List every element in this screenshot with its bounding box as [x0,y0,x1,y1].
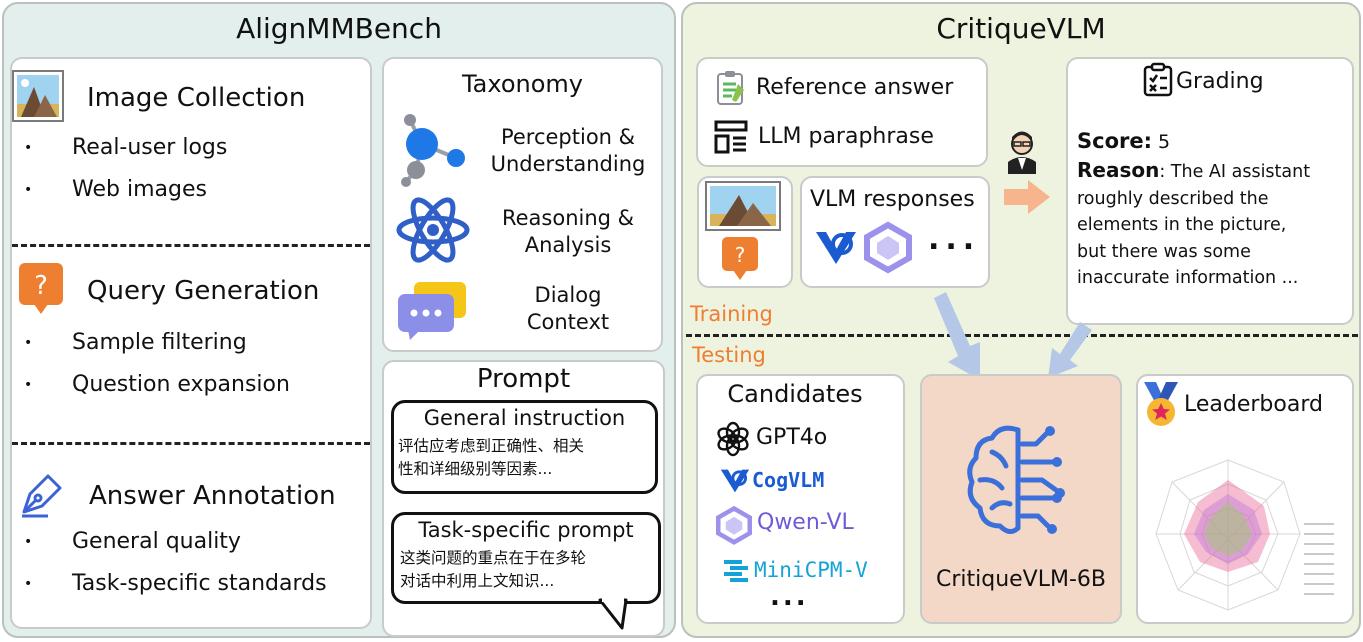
image-collection-heading: Image Collection [87,83,306,113]
score-line: Score: 5 [1077,129,1170,153]
cogvlm-label: CogVLM [752,468,825,492]
pipeline-box [10,57,372,629]
prompt-heading: Prompt [476,364,571,394]
leaderboard-label: Leaderboard [1184,392,1323,417]
image-icon [12,70,64,122]
candidates-more: ... [770,582,809,612]
testing-label: Testing [692,343,766,367]
reasoning-label: Reasoning & Analysis [480,205,656,259]
taxonomy-heading: Taxonomy [461,70,584,98]
minicpm-logo-icon [724,560,748,582]
radar-chart-icon [1144,450,1344,618]
blue-arrow-icon [1048,322,1092,378]
task-specific-line-1: 这类问题的重点在于在多轮 [400,549,587,567]
question-mark: ? [735,243,746,267]
general-instruction-title: General instruction [423,406,626,430]
web-images-item: Web images [72,177,207,202]
chat-icon [398,282,466,340]
list-icon [714,120,748,154]
blue-arrow-icon [934,292,980,380]
alignmmbench-title: AlignMMBench [236,12,442,45]
reason-text: Reason: The AI assistant roughly describ… [1077,157,1310,292]
atom-icon [396,197,470,263]
cogvlm-logo-icon [720,469,750,493]
grading-box [1066,57,1354,325]
qwen-logo-icon [716,505,752,545]
image-icon [705,181,781,231]
score-label: Score: [1077,129,1152,153]
qwen-vl-label: Qwen-VL [757,510,854,535]
query-generation-heading: Query Generation [87,276,320,306]
dialog-line-2: Context [526,310,610,334]
ellipsis: ... [928,222,981,257]
question-mark: ? [34,271,48,301]
judge-icon [1008,131,1036,174]
answer-annotation-heading: Answer Annotation [89,481,336,511]
bullet: • [24,377,33,393]
molecule-icon [401,114,465,187]
general-instruction-line-2: 性和详细级别等因素... [398,460,553,478]
task-specific-bubble [391,512,661,604]
training-label: Training [690,302,773,326]
bullet: • [24,140,33,156]
critiquevlm-title: CritiqueVLM [936,12,1106,45]
section-divider [12,442,370,445]
qwen-logo-icon [864,221,912,274]
bullet: • [24,576,33,592]
bullet: • [24,182,33,198]
reasoning-line-1: Reasoning & [501,206,635,230]
reason-line-3: elements in the picture, [1077,215,1287,235]
question-icon: ? [19,263,63,314]
question-icon: ? [722,237,758,280]
reference-answer-label: Reference answer [756,75,954,100]
vlm-responses-label: VLM responses [810,187,975,212]
general-instruction-line-1: 评估应考虑到正确性、相关 [398,437,585,455]
task-specific-text: 这类问题的重点在于在多轮 对话中利用上文知识... [400,547,586,593]
clipboard-icon [717,71,744,105]
task-specific-standards-item: Task-specific standards [72,571,327,596]
question-expansion-item: Question expansion [72,372,290,397]
general-quality-item: General quality [72,529,241,554]
section-divider [12,244,370,247]
sample-filtering-item: Sample filtering [72,330,247,355]
candidates-heading: Candidates [727,380,863,408]
gpt4o-label: GPT4o [756,425,828,450]
general-instruction-bubble [391,400,658,494]
perception-label: Perception & Understanding [480,124,656,178]
orange-arrow-icon [1004,180,1050,214]
minicpm-v-label: MiniCPM-V [754,558,868,582]
pen-icon [22,474,62,518]
reasoning-line-2: Analysis [524,233,612,257]
grading-heading: Grading [1176,69,1264,94]
critiquevlm-6b-label: CritiqueVLM-6B [935,567,1107,592]
reason-line-1-text: : The AI assistant [1159,162,1311,182]
grading-checklist-icon [1143,62,1173,97]
perception-line-1: Perception & [500,125,636,149]
perception-line-2: Understanding [490,152,646,176]
bullet: • [24,534,33,550]
general-instruction-text: 评估应考虑到正确性、相关 性和详细级别等因素... [398,435,584,481]
dialog-line-1: Dialog [534,283,602,307]
reason-line-4: but there was some [1077,241,1251,262]
dialog-label: Dialog Context [480,282,656,336]
reason-line-2: roughly described the [1077,188,1269,209]
task-specific-title: Task-specific prompt [418,518,634,542]
candidates-box [696,374,905,624]
brain-circuit-icon [967,425,1065,534]
reason-line-5: inaccurate information ... [1077,268,1299,288]
cogvlm-logo-icon [816,232,856,264]
real-user-logs-item: Real-user logs [72,135,228,160]
llm-paraphrase-label: LLM paraphrase [758,124,934,149]
task-specific-line-2: 对话中利用上文知识... [400,572,555,590]
reason-label: Reason [1077,158,1160,182]
train-test-divider [686,334,1358,337]
reason-line-1: Reason: The AI assistant [1077,157,1310,186]
bubble-tail [598,596,628,630]
medal-icon [1144,382,1178,426]
score-value: 5 [1158,131,1171,153]
bullet: • [24,335,33,351]
gpt4o-logo-icon [717,421,749,457]
